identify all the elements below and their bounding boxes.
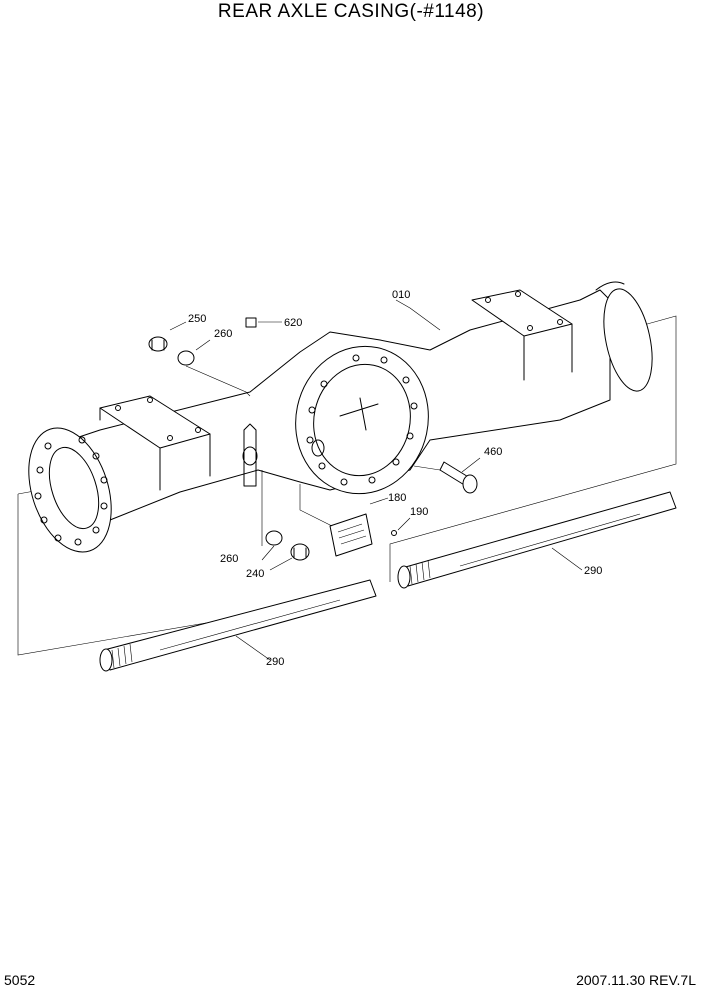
axle-shaft-290-right [397,491,677,589]
plug-250 [148,336,168,352]
callout-180: 180 [388,492,406,504]
page-number: 5052 [4,972,36,988]
o-ring-260-top [177,350,195,366]
left-flange-bolt-holes [34,436,108,546]
callout-260-bottom: 260 [220,553,238,565]
phantom-frame-right [389,315,677,582]
callout-290-right: 290 [584,565,602,577]
revision-stamp: 2007.11.30 REV.7L [576,972,696,988]
callout-010: 010 [392,289,410,301]
plug-620 [245,317,257,328]
leader-lines [169,299,583,661]
axle-casing [28,281,653,553]
page-title: REAR AXLE CASING(-#1148) [217,1,485,22]
o-ring-260-bottom [265,530,283,546]
bolt-460 [439,461,478,494]
callout-240: 240 [246,568,264,580]
callout-260-top: 260 [214,328,232,340]
callout-labels: 010 250 260 620 460 180 190 260 240 290 … [188,289,602,668]
rivet-190 [391,530,397,536]
diff-bolt-holes [306,354,418,486]
axle-shaft-290-left [99,579,377,672]
callout-290-left: 290 [266,656,284,668]
callout-620: 620 [284,317,302,329]
nameplate-180 [329,513,373,557]
plug-240 [290,543,310,561]
callout-190: 190 [410,506,428,518]
callout-460: 460 [484,446,502,458]
callout-250: 250 [188,313,206,325]
